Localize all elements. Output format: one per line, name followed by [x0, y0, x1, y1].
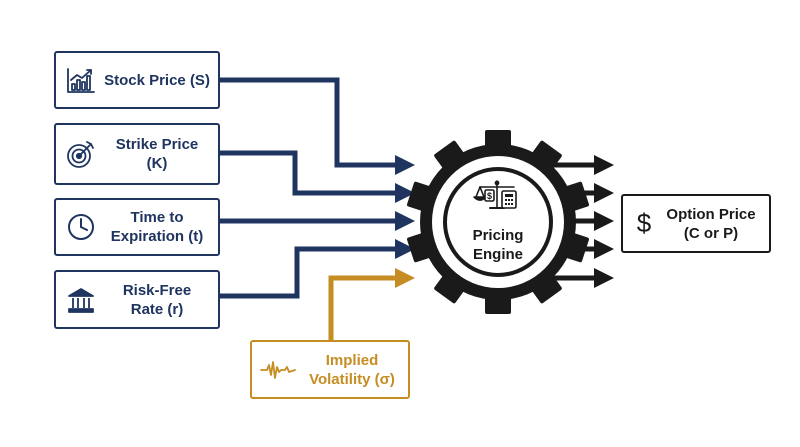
- bank-icon: [66, 286, 96, 314]
- scales-calculator-icon: $: [473, 180, 517, 209]
- dollar-icon: $: [636, 208, 652, 238]
- input-time-to-expiration-label: Time to Expiration (t): [110, 209, 204, 245]
- gear-icon: [407, 130, 589, 314]
- input-risk-free-rate-label: Risk-Free Rate (r): [122, 281, 192, 318]
- connector-implied-volatility: [328, 268, 415, 340]
- input-strike-price: Strike Price (K): [54, 123, 220, 185]
- input-stock-price: Stock Price (S): [54, 51, 220, 109]
- input-implied-volatility: Implied Volatility (σ): [250, 340, 410, 399]
- input-implied-volatility-label: Implied Volatility (σ): [309, 351, 395, 388]
- target-icon: [66, 139, 96, 169]
- output-option-price: $ Option Price (C or P): [621, 194, 771, 253]
- pricing-engine-label: Pricing Engine: [472, 227, 524, 263]
- input-risk-free-rate: Risk-Free Rate (r): [54, 270, 220, 329]
- connector-risk-free-rate: [220, 239, 415, 299]
- svg-text:$: $: [487, 191, 492, 201]
- stock-chart-icon: [66, 66, 96, 94]
- input-strike-price-label: Strike Price (K): [115, 136, 199, 172]
- output-option-price-label: Option Price (C or P): [666, 205, 756, 242]
- connector-stock-price: [220, 77, 415, 175]
- input-stock-price-label: Stock Price (S): [104, 71, 210, 89]
- connector-strike-price: [220, 150, 415, 203]
- waveform-icon: [260, 358, 296, 382]
- input-time-to-expiration: Time to Expiration (t): [54, 198, 220, 256]
- clock-icon: [66, 212, 96, 242]
